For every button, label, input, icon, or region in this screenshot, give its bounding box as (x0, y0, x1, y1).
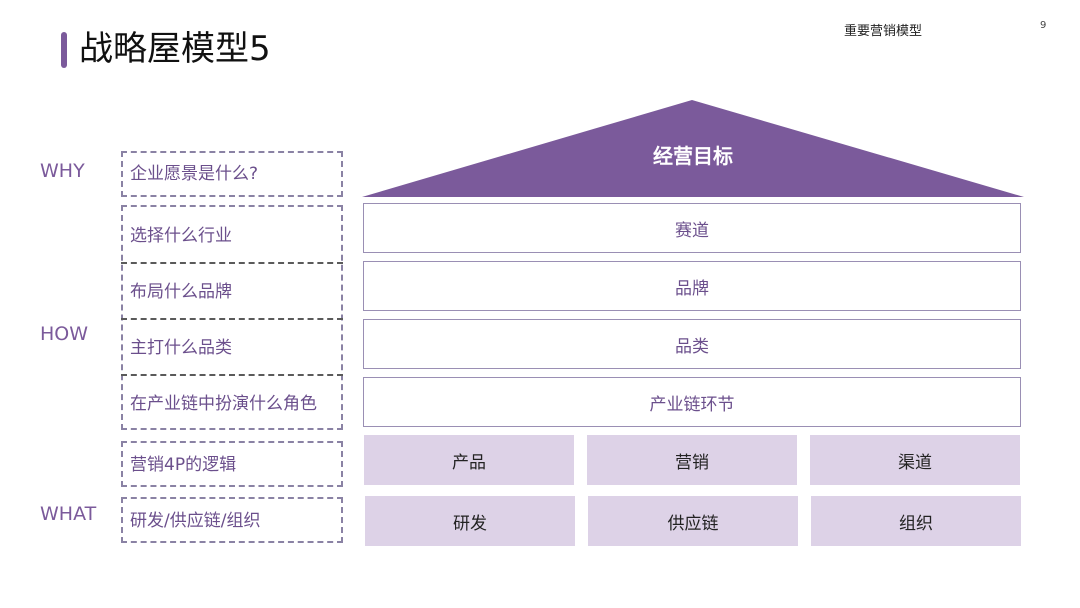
page-number: 9 (1040, 20, 1047, 31)
what-question-box-1 (121, 441, 343, 487)
pillar-supply-chain: 供应链 (588, 496, 798, 546)
what-question-box-2 (121, 497, 343, 543)
category-why: WHY (40, 160, 85, 182)
category-what: WHAT (40, 503, 97, 525)
roof-triangle (362, 100, 1024, 197)
category-how: HOW (40, 323, 89, 345)
how-divider-2 (121, 318, 343, 320)
title-accent-bar (61, 32, 67, 68)
house-roof (362, 100, 1024, 197)
question-industry: 选择什么行业 (130, 226, 232, 246)
pillar-product: 产品 (364, 435, 574, 485)
layer-category: 品类 (363, 319, 1021, 369)
question-operations: 研发/供应链/组织 (130, 511, 261, 531)
pillar-marketing: 营销 (587, 435, 797, 485)
question-vision: 企业愿景是什么? (130, 164, 259, 184)
layer-track: 赛道 (363, 203, 1021, 253)
layer-brand: 品牌 (363, 261, 1021, 311)
how-question-box (121, 205, 343, 430)
pillar-rnd: 研发 (365, 496, 575, 546)
page-title: 战略屋模型5 (79, 29, 271, 69)
how-divider-3 (121, 374, 343, 376)
page-subtitle: 重要营销模型 (844, 24, 923, 39)
question-brand: 布局什么品牌 (130, 282, 232, 302)
pillar-channel: 渠道 (810, 435, 1020, 485)
why-question-box (121, 151, 343, 197)
question-chain-role: 在产业链中扮演什么角色 (130, 394, 317, 414)
how-divider-1 (121, 262, 343, 264)
roof-label: 经营目标 (653, 144, 733, 168)
layer-value-chain: 产业链环节 (363, 377, 1021, 427)
pillar-organization: 组织 (811, 496, 1021, 546)
question-category: 主打什么品类 (130, 338, 232, 358)
question-4p: 营销4P的逻辑 (130, 455, 237, 475)
